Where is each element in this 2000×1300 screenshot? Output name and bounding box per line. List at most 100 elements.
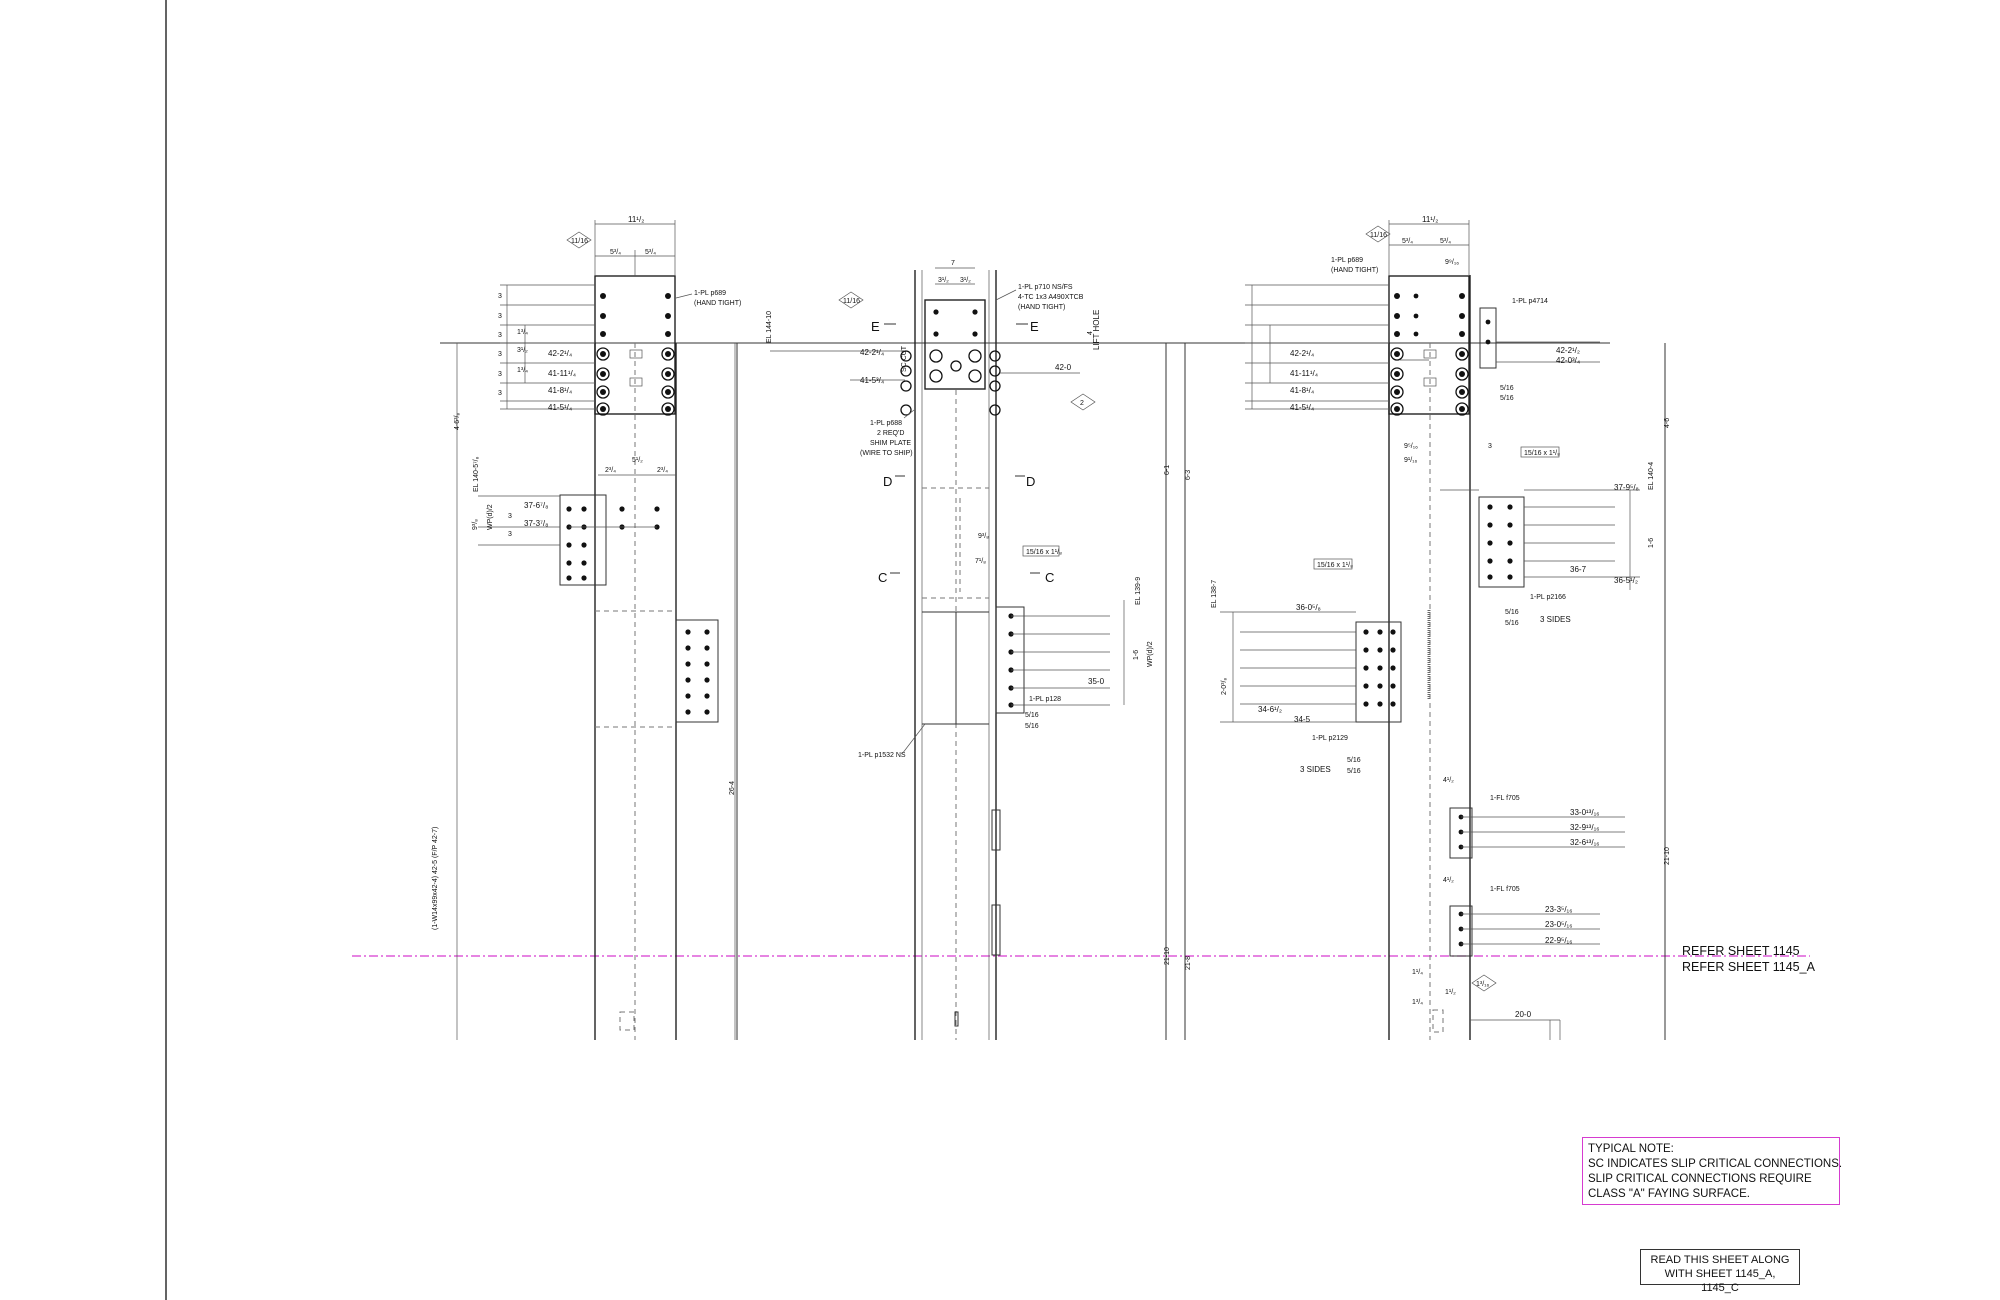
read-note-line-2: WITH SHEET 1145_A, 1145_C xyxy=(1664,1268,1776,1294)
left-gap-8: 3 xyxy=(508,531,512,538)
middle-right-plate-label: 1-PL p128 xyxy=(1029,696,1061,703)
left-splice-bolts xyxy=(566,506,660,581)
right-cap-plate xyxy=(1388,275,1470,415)
left-plate-label: 1-PL p689 xyxy=(694,290,726,297)
right-upper-plate-label: 1-PL p2166 xyxy=(1530,594,1566,601)
right-dim-2: 2-0³/₈ xyxy=(1221,678,1228,695)
middle-plate-note3: (HAND TIGHT) xyxy=(1018,304,1065,311)
right-upper-bolts xyxy=(1487,504,1513,580)
middle-lift-hole: LIFT HOLE xyxy=(1092,310,1101,350)
middle-dim-35: 35-0 xyxy=(1088,677,1105,686)
left-gap-5: 3 xyxy=(498,371,502,378)
right-lower-bolts xyxy=(1363,629,1396,707)
right-tag: 11/16 xyxy=(1370,232,1387,239)
left-side-dim: 4-6³/₈ xyxy=(454,413,461,430)
right-small-2: 1¹/₂ xyxy=(1445,989,1456,996)
middle-wp: WP(d)/2 xyxy=(1147,641,1154,667)
right-el-b: EL 138-7 xyxy=(1211,580,1218,608)
middle-plate-label: 1-PL p710 NS/FS xyxy=(1018,284,1073,291)
middle-shim-1: 1-PL p688 xyxy=(870,420,902,427)
middle-elev-1: 42-2¹/₄ xyxy=(860,348,884,357)
left-small-3: 1³/₄ xyxy=(517,367,528,374)
right-fl-1-elev-2: 32-9¹³/₁₆ xyxy=(1570,823,1600,832)
left-plate-note: (HAND TIGHT) xyxy=(694,300,741,307)
middle-dim-218: 21-8 xyxy=(1185,956,1192,970)
right-fl-1-elev-3: 32-6¹³/₁₆ xyxy=(1570,838,1600,847)
middle-right-bolts xyxy=(1008,613,1014,708)
middle-tag: 11/16 xyxy=(843,298,860,305)
left-splice-dim-1: 2³/₄ xyxy=(605,467,616,474)
right-dim-2110: 21-10 xyxy=(1664,847,1671,865)
middle-cap-bolts xyxy=(900,309,1001,416)
right-dim-20: 20-0 xyxy=(1515,1010,1532,1019)
right-plate-label: 1-PL p689 xyxy=(1331,257,1363,264)
left-small-1: 1³/₄ xyxy=(517,329,528,336)
left-gap-4: 3 xyxy=(498,351,502,358)
middle-right-plate xyxy=(995,606,1025,714)
left-splice-elev-1: 37-6⁷/₈ xyxy=(524,501,548,510)
right-weld-6: 5/16 xyxy=(1347,768,1361,775)
middle-el2: EL 139-9 xyxy=(1135,577,1142,605)
left-cap-bolts xyxy=(596,293,675,416)
middle-tag-diamond xyxy=(838,291,864,309)
left-elev-2: 41-11¹/₄ xyxy=(548,369,576,378)
middle-half-dim-1: 3¹/₂ xyxy=(938,277,949,284)
middle-elev-2: 41-5³/₄ xyxy=(860,376,884,385)
middle-top-dim: 7 xyxy=(951,260,955,267)
right-dim-9b: 9¹/₁₆ xyxy=(1404,457,1418,464)
right-tag-b: 1³/₁₆ xyxy=(1476,981,1490,988)
typical-note-box: TYPICAL NOTE: SC INDICATES SLIP CRITICAL… xyxy=(1582,1137,1843,1205)
right-elev-3: 41-8¹/₄ xyxy=(1290,386,1314,395)
right-dim-4-1: 4¹/₂ xyxy=(1443,777,1454,784)
middle-dim-42: 42-0 xyxy=(1055,363,1072,372)
right-lower-plate xyxy=(1355,621,1402,723)
right-fl-1-label: 1-FL f705 xyxy=(1490,795,1520,802)
right-el-a: EL 140-4 xyxy=(1648,462,1655,490)
left-el-label: EL 140-5⁷/₈ xyxy=(473,456,480,492)
left-top-dim: 11¹/₂ xyxy=(628,215,644,224)
middle-dim-16: 1-6 xyxy=(1133,650,1140,660)
left-dim-ladder xyxy=(500,284,595,410)
middle-sc-cut: SC CUT xyxy=(901,345,908,372)
left-half-dim-2: 5³/₄ xyxy=(645,249,656,256)
right-elev-4: 41-5¹/₄ xyxy=(1290,403,1314,412)
typical-note-line-1: SC INDICATES SLIP CRITICAL CONNECTIONS. xyxy=(1588,1158,1843,1170)
right-three-sides-1: 3 SIDES xyxy=(1540,615,1571,624)
right-weld-1: 5/16 xyxy=(1500,385,1514,392)
left-splice-dim-2: 5¹/₂ xyxy=(632,457,643,464)
middle-shim-3: SHIM PLATE xyxy=(870,440,911,447)
read-note-line-1: READ THIS SHEET ALONG xyxy=(1650,1254,1790,1266)
middle-plate-note2: 4-TC 1x3 A490XTCB xyxy=(1018,294,1084,301)
right-dim-ladder xyxy=(1245,284,1389,410)
typical-note-line-3: CLASS "A" FAYING SURFACE. xyxy=(1588,1188,1750,1200)
middle-shim-2: 2 REQ'D xyxy=(877,430,904,437)
refer-sheet-2: REFER SHEET 1145_A xyxy=(1682,960,1815,974)
left-half-dim-1: 5³/₄ xyxy=(610,249,621,256)
left-height-dim: 26-4 xyxy=(729,781,736,795)
middle-tag2-diamond xyxy=(1070,393,1096,411)
right-fl-2-elev-2: 23-0⁵/₁₆ xyxy=(1545,920,1572,929)
left-gap-2: 3 xyxy=(498,313,502,320)
read-note-box: READ THIS SHEET ALONG WITH SHEET 1145_A,… xyxy=(1640,1249,1800,1294)
left-splice-dim-3: 2³/₄ xyxy=(657,467,668,474)
middle-weld-2: 5/16 xyxy=(1025,723,1039,730)
middle-tag2: 2 xyxy=(1080,400,1084,407)
right-elev-1: 42-2¹/₄ xyxy=(1290,349,1314,358)
right-plate-note: (HAND TIGHT) xyxy=(1331,267,1378,274)
right-half-dim-2: 5³/₄ xyxy=(1440,238,1451,245)
right-weld-5: 5/16 xyxy=(1347,757,1361,764)
right-upper-elev-1: 37-9⁵/₈ xyxy=(1614,483,1639,492)
section-e-right: E xyxy=(1030,319,1039,334)
right-cap-bolts xyxy=(1390,293,1469,416)
right-fl-2 xyxy=(1449,905,1473,957)
middle-dim-2110: 21-10 xyxy=(1164,947,1171,965)
left-gap-3: 3 xyxy=(498,332,502,339)
right-fill-tag-2: 15/16 x 1¹/₈ xyxy=(1317,562,1353,569)
right-three-sides-2: 3 SIDES xyxy=(1300,765,1331,774)
left-elev-4: 41-5¹/₄ xyxy=(548,403,572,412)
middle-fill-tag: 15/16 x 1¹/₈ xyxy=(1026,549,1062,556)
right-lower-elev-3: 34-5 xyxy=(1294,715,1311,724)
right-fl-2-elev-1: 23-3⁵/₁₆ xyxy=(1545,905,1572,914)
right-column: 11¹/₂ 5³/₄ 5³/₄ 9⁹/₁₆ 11/16 1-PL p689 (H… xyxy=(1211,215,1671,1040)
left-tag: 11/16 xyxy=(571,238,588,245)
